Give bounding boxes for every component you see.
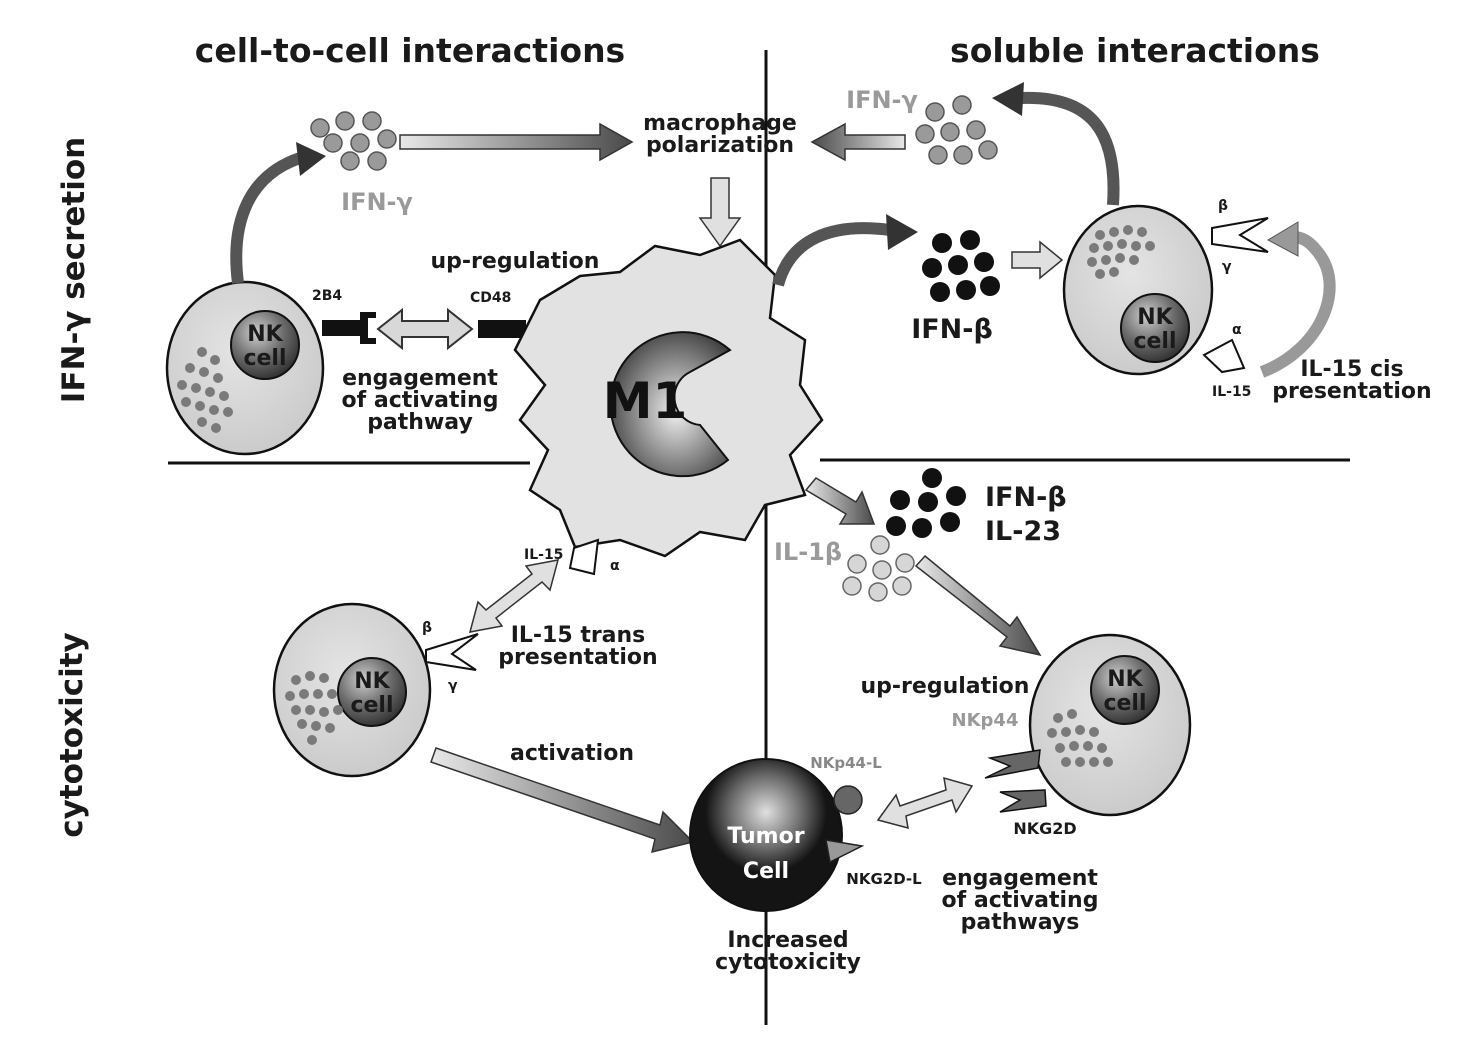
il15-alpha-top (1202, 338, 1246, 374)
label-increased-2: cytotoxicity (715, 950, 861, 975)
label-il15-trans-1: IL-15 trans (511, 623, 646, 648)
label-up-regulation-bottom: up-regulation (861, 674, 1030, 699)
nk-label-2: cell (1133, 329, 1176, 354)
curved-arrow-m1-to-ifnb (772, 214, 918, 287)
label-alpha-bottom: α (610, 558, 620, 574)
label-il15-cis-2: presentation (1272, 379, 1431, 404)
granules (177, 347, 233, 433)
label-macrophage-1: macrophage (643, 111, 797, 136)
nk-label-2: cell (1103, 691, 1146, 716)
label-ifn-beta-top: IFN-β (911, 314, 993, 345)
curved-arrow-nk-to-ifng (230, 142, 326, 284)
header-soluble: soluble interactions (950, 31, 1320, 70)
label-m1: M1 (603, 372, 688, 430)
label-gamma-top: γ (1222, 259, 1232, 275)
label-nkp44: NKp44 (952, 710, 1019, 731)
row-label-cytotoxicity: cytotoxicity (54, 632, 90, 837)
double-arrow-il15-trans (468, 559, 560, 633)
double-arrow-2b4-cd48 (376, 307, 474, 351)
row-label-ifn-gamma-secretion: IFN-γ secretion (56, 137, 92, 403)
granules (1047, 709, 1113, 767)
arrow-cytokines-to-nk (914, 554, 1042, 657)
tumor-cell: Tumor Cell (689, 758, 843, 912)
nk-label-2: cell (243, 346, 286, 371)
label-ifn-gamma-left: IFN-γ (341, 188, 413, 216)
label-alpha-top: α (1232, 322, 1242, 338)
2b4-bracket (360, 312, 376, 344)
nk-cell-bottom-right: NK cell (1028, 633, 1192, 817)
nk-cell-top-right: NK cell (1062, 204, 1214, 376)
ifn-beta-il23-cluster (886, 468, 966, 538)
label-activation: activation (510, 741, 634, 766)
label-il23: IL-23 (985, 516, 1061, 547)
ifn-gamma-cluster-right (915, 95, 998, 165)
il15-alpha-m1 (568, 538, 600, 576)
label-cd48: CD48 (470, 290, 511, 306)
label-increased-1: Increased (727, 928, 848, 953)
nkg2d-receptor (999, 789, 1047, 813)
label-2b4: 2B4 (312, 288, 342, 304)
cd48-ligand (478, 320, 526, 338)
il15-receptor-beta-gamma-top (1211, 217, 1269, 253)
curved-arrow-il15-cis (1259, 221, 1336, 378)
label-tumor-1: Tumor (727, 824, 804, 849)
ifn-beta-cluster-top (922, 230, 1000, 302)
label-engagement-p3: pathways (961, 910, 1080, 935)
label-up-regulation-top: up-regulation (431, 249, 600, 274)
label-nkp44-l: NKp44-L (810, 754, 882, 772)
label-macrophage-2: polarization (646, 133, 794, 158)
nkg2d-ligand (825, 839, 865, 864)
il1b-cluster (842, 535, 915, 602)
label-beta-bottom: β (422, 620, 432, 636)
granules (285, 671, 343, 745)
arrow-ifng-right-to-polarization (810, 122, 906, 162)
label-il1b: IL-1β (774, 538, 842, 566)
nkp44-receptor (984, 749, 1041, 779)
label-tumor-2: Cell (743, 859, 789, 884)
nk-label-1: NK (354, 669, 390, 694)
label-ifn-beta-bottom: IFN-β (985, 482, 1067, 513)
nk-label-1: NK (1137, 305, 1173, 330)
label-engagement-p2: of activating (942, 888, 1099, 913)
nkp44-ligand (833, 785, 863, 815)
label-nkg2d-l: NKG2D-L (846, 870, 922, 888)
nk-label-1: NK (1107, 667, 1143, 692)
arrow-nk-activation-tumor (430, 747, 695, 854)
nk-label-1: NK (247, 322, 283, 347)
nk-cell-bottom-left: NK cell (272, 602, 432, 778)
arrow-polarization-to-m1 (698, 177, 742, 248)
label-nkg2d: NKG2D (1013, 819, 1076, 838)
label-beta-top: β (1218, 198, 1228, 214)
label-il15-bottom: IL-15 (524, 547, 563, 563)
label-engagement-2: of activating (342, 388, 499, 413)
label-il15-trans-2: presentation (498, 645, 657, 670)
nk-cell-top-left: NK cell (165, 280, 325, 456)
quadrant-dividers (168, 50, 1350, 1025)
arrow-m1-to-cytokines (804, 477, 876, 525)
label-il15-top: IL-15 (1212, 384, 1251, 400)
il15-receptor-beta-gamma-bottom (425, 633, 479, 671)
curved-arrow-nk-right-to-ifng (992, 82, 1120, 206)
label-engagement-1: engagement (342, 366, 498, 391)
2b4-receptor (322, 320, 364, 336)
arrow-ifnb-to-nk (1011, 240, 1064, 280)
label-il15-cis-1: IL-15 cis (1300, 357, 1403, 382)
label-engagement-3: pathway (367, 410, 473, 435)
m1-macrophage: M1 (513, 238, 824, 558)
label-gamma-bottom: γ (448, 678, 458, 694)
label-ifn-gamma-right: IFN-γ (846, 86, 918, 114)
nk-label-2: cell (350, 693, 393, 718)
label-engagement-p1: engagement (942, 866, 1098, 891)
granules (1087, 225, 1155, 279)
arrow-ifng-to-polarization (399, 122, 634, 162)
ifn-gamma-cluster-left (310, 111, 397, 171)
header-cell-to-cell: cell-to-cell interactions (195, 31, 625, 70)
double-arrow-tumor-nk (876, 776, 974, 830)
